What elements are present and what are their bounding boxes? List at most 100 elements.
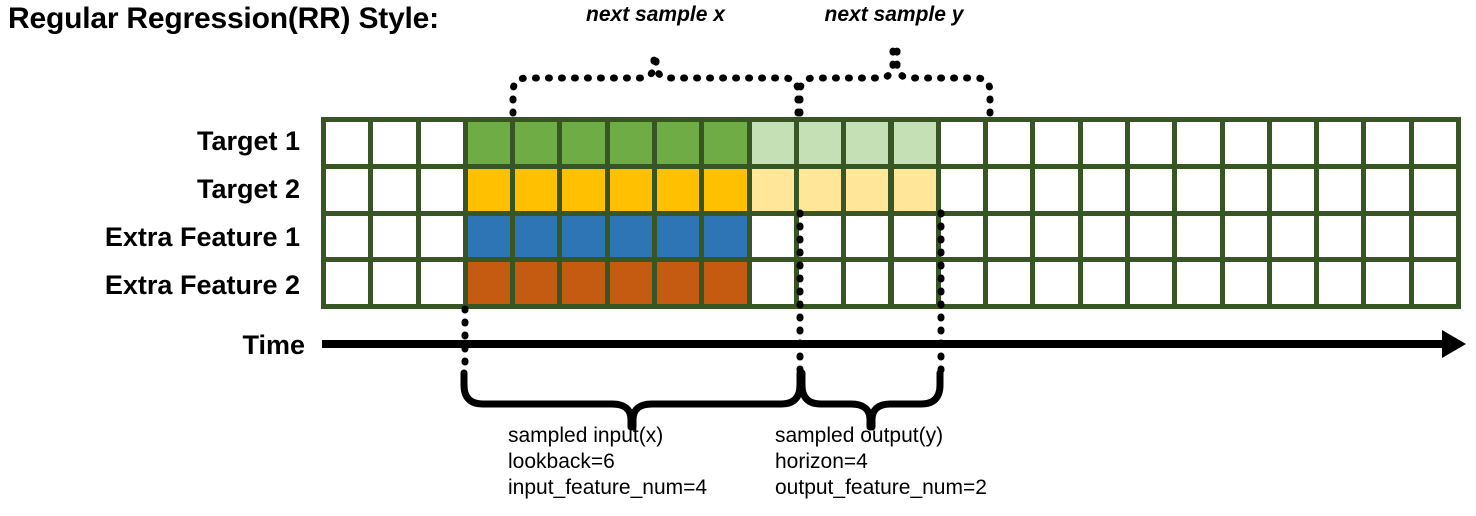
row-label-extra-feature-2: Extra Feature 2 <box>104 270 300 300</box>
grid-cell <box>1413 262 1456 304</box>
grid-cell <box>657 215 700 258</box>
grid-cell <box>1319 122 1362 164</box>
grid-cell <box>1177 262 1220 304</box>
grid-cell <box>420 215 463 258</box>
grid-cell <box>751 262 794 304</box>
grid-cell <box>1224 122 1267 164</box>
grid-cell <box>988 168 1031 211</box>
grid-cell <box>940 168 984 211</box>
grid-cell <box>609 215 653 258</box>
grid-cell <box>467 215 511 258</box>
time-axis-arrow <box>322 330 1466 358</box>
grid-cell <box>1319 168 1362 211</box>
grid-cell <box>326 215 369 258</box>
grid-cell <box>988 122 1031 164</box>
grid-cell <box>1082 168 1125 211</box>
grid-cell <box>798 122 842 164</box>
axis-label-time: Time <box>242 330 305 360</box>
grid-cell <box>1177 122 1220 164</box>
grid-cell <box>373 215 416 258</box>
grid-cell <box>1082 215 1125 258</box>
grid-cell <box>1035 215 1078 258</box>
grid-cell <box>1035 262 1078 304</box>
grid-cell <box>704 122 747 164</box>
grid-cell <box>657 122 700 164</box>
grid-cell <box>893 168 936 211</box>
grid-cell <box>1129 215 1173 258</box>
grid-cell <box>657 168 700 211</box>
grid-cell <box>515 168 558 211</box>
grid-cell <box>1413 215 1456 258</box>
brace-label-next-sample-y: next sample y <box>824 3 964 26</box>
grid-cell <box>562 122 605 164</box>
annotation-sampled-output: sampled output(y) horizon=4 output_featu… <box>775 423 987 501</box>
grid-cell <box>515 262 558 304</box>
bottom-brace-sampled-input <box>460 369 804 431</box>
grid-cell <box>1224 262 1267 304</box>
page-title: Regular Regression(RR) Style: <box>8 2 439 35</box>
grid-cell <box>467 122 511 164</box>
grid-cell <box>420 122 463 164</box>
grid-cell <box>609 168 653 211</box>
grid-cell <box>751 122 794 164</box>
grid-cell <box>1129 168 1173 211</box>
grid-cell <box>1035 122 1078 164</box>
timeseries-grid <box>321 117 1461 309</box>
grid-cell <box>846 122 889 164</box>
grid-cell <box>940 122 984 164</box>
grid-cell <box>1366 168 1409 211</box>
grid-cell <box>704 168 747 211</box>
grid-cell <box>846 262 889 304</box>
annotation-input-line-3: input_feature_num=4 <box>508 476 708 499</box>
grid-cell <box>373 262 416 304</box>
grid-cell <box>515 122 558 164</box>
annotation-input-line-2: lookback=6 <box>508 450 615 473</box>
grid-cell <box>609 122 653 164</box>
grid-cell <box>1271 122 1315 164</box>
grid-cell <box>326 262 369 304</box>
grid-cell <box>1319 215 1362 258</box>
grid-cell <box>1366 122 1409 164</box>
grid-cell <box>1366 215 1409 258</box>
row-label-extra-feature-1: Extra Feature 1 <box>104 222 300 252</box>
annotation-output-line-3: output_feature_num=2 <box>775 476 987 499</box>
grid-cell <box>1224 215 1267 258</box>
grid-cell <box>1366 262 1409 304</box>
grid-cell <box>1413 168 1456 211</box>
grid-cell <box>609 262 653 304</box>
annotation-sampled-input: sampled input(x) lookback=6 input_featur… <box>508 423 707 501</box>
annotation-output-line-1: sampled output(y) <box>775 424 944 447</box>
grid-cell <box>1129 122 1173 164</box>
grid-cell <box>326 122 369 164</box>
grid-cell <box>1271 215 1315 258</box>
grid-cell <box>420 168 463 211</box>
grid-cell <box>562 168 605 211</box>
grid-cell <box>846 168 889 211</box>
grid-cell <box>1177 168 1220 211</box>
grid-cell <box>846 215 889 258</box>
grid-cell <box>893 122 936 164</box>
annotation-output-line-2: horizon=4 <box>775 450 868 473</box>
grid-cell <box>940 215 984 258</box>
grid-cell <box>751 168 794 211</box>
grid-cell <box>893 215 936 258</box>
grid-cell <box>420 262 463 304</box>
grid-cell <box>798 262 842 304</box>
row-label-target-2: Target 2 <box>196 174 300 204</box>
bottom-brace-sampled-output <box>798 369 944 431</box>
brace-label-next-sample-x: next sample x <box>586 3 725 26</box>
grid-cell <box>988 215 1031 258</box>
grid-cell <box>704 215 747 258</box>
top-brace-next-sample-y <box>796 46 994 117</box>
top-brace-next-sample-x <box>509 46 802 117</box>
grid-cell <box>798 215 842 258</box>
grid-cell <box>1177 215 1220 258</box>
grid-cell <box>1035 168 1078 211</box>
grid-cell <box>940 262 984 304</box>
grid-cell <box>1271 262 1315 304</box>
grid-cell <box>562 262 605 304</box>
grid-cell <box>704 262 747 304</box>
grid-cell <box>1082 122 1125 164</box>
row-label-target-1: Target 1 <box>196 126 300 156</box>
